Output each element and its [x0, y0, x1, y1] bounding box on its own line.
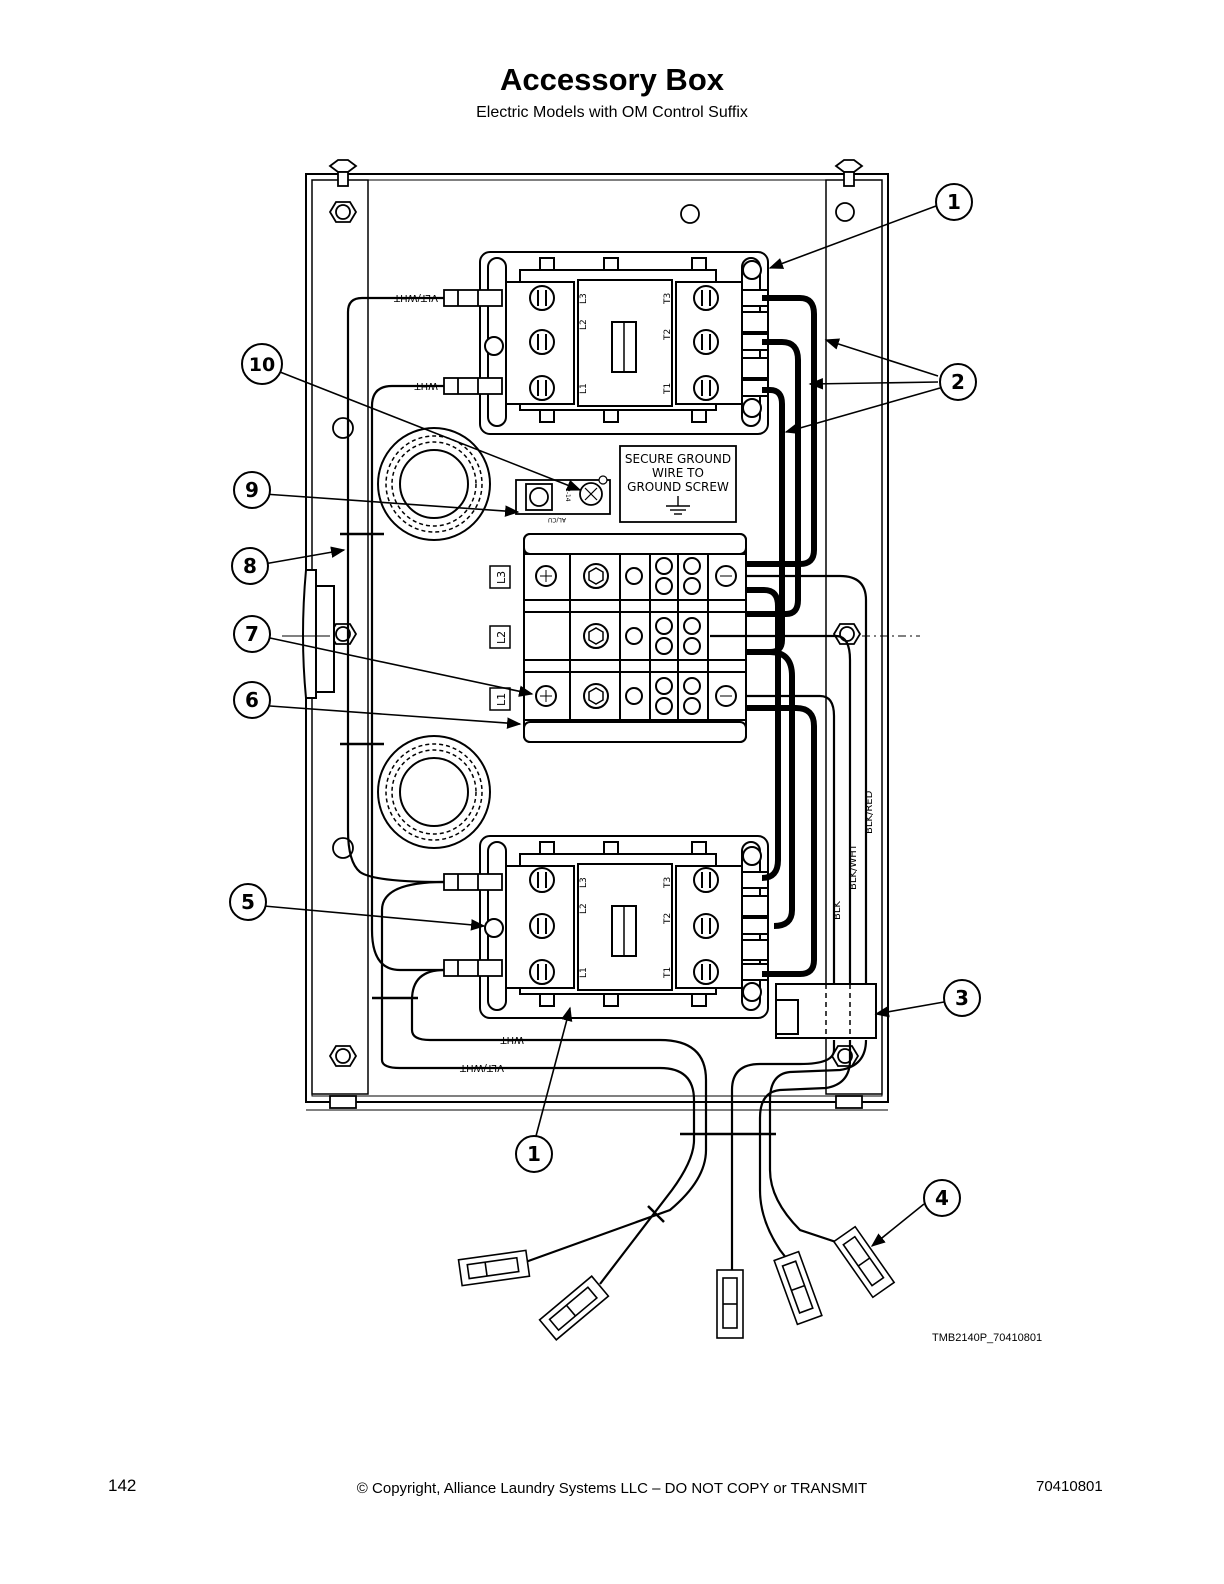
- wire-tie-marks: [340, 532, 776, 1223]
- lower-contactor-t2: T2: [663, 913, 673, 925]
- svg-text:8: 8: [243, 554, 257, 578]
- callouts: 1 2 3 4 5 6 7 8: [229, 183, 981, 1217]
- upper-contactor-t3: T3: [663, 293, 673, 305]
- door-latch: [282, 569, 335, 699]
- terminal-block: [523, 533, 747, 743]
- upper-contactor-labels: L3 L2 L1 T3 T2 T1: [579, 293, 673, 395]
- lower-contactor-t3: T3: [663, 877, 673, 889]
- upper-contactor-l1: L1: [579, 383, 589, 394]
- svg-text:3: 3: [955, 986, 969, 1010]
- upper-contactor-t1: T1: [663, 383, 673, 395]
- lower-contactor: [479, 835, 769, 1019]
- control-wires: [346, 296, 868, 1285]
- callout-4: 4: [923, 1179, 961, 1217]
- wire-label-vlt-wht-top: VLT/WHT: [393, 292, 438, 303]
- lower-contactor-labels: L3 L2 L1 T3 T2 T1: [579, 877, 673, 979]
- document-number: 70410801: [1036, 1478, 1103, 1495]
- wire-label-blk: BLK: [832, 901, 843, 920]
- copyright-notice: © Copyright, Alliance Laundry Systems LL…: [356, 1480, 868, 1497]
- callout-1-top: 1: [935, 183, 973, 221]
- svg-text:1: 1: [527, 1142, 541, 1166]
- power-wires: [746, 295, 817, 977]
- ground-label-box: SECURE GROUND WIRE TO GROUND SCREW: [619, 445, 737, 523]
- ground-symbol-icon: [666, 496, 690, 515]
- ground-label-line-2: WIRE TO: [652, 466, 704, 480]
- lower-contactor-l1: L1: [579, 967, 589, 978]
- callout-10: 10: [241, 343, 283, 385]
- callout-5: 5: [229, 883, 267, 921]
- upper-contactor-t2: T2: [663, 329, 673, 341]
- svg-text:9: 9: [245, 478, 259, 502]
- block-label-l1: L1: [495, 693, 508, 706]
- svg-text:4: 4: [935, 1186, 949, 1210]
- ground-lug-text: 2-14: [564, 488, 571, 502]
- ground-lug: [515, 475, 611, 515]
- mounting-screws: [328, 159, 864, 1109]
- drawing-code: TMB2140P_70410801: [932, 1332, 1043, 1344]
- wire-label-vlt-wht-bottom: VLT/WHT: [459, 1062, 504, 1073]
- block-label-l2: L2: [495, 631, 508, 644]
- strain-relief-bushing: [775, 983, 877, 1039]
- wire-label-wht-top: WHT: [414, 380, 438, 391]
- callout-9: 9: [233, 471, 271, 509]
- callout-leaders: [263, 205, 945, 1247]
- page-title: Accessory Box: [499, 62, 724, 97]
- block-label-l3: L3: [495, 571, 508, 584]
- wire-label-wht-bottom: WHT: [500, 1034, 524, 1045]
- upper-contactor-l2: L2: [579, 319, 589, 330]
- wire-label-blk-red: BLK/RED: [864, 790, 875, 834]
- ground-label-line-1: SECURE GROUND: [625, 452, 731, 466]
- svg-text:2: 2: [951, 370, 965, 394]
- svg-text:10: 10: [249, 354, 275, 376]
- page-number: 142: [108, 1476, 137, 1495]
- lower-contactor-l2: L2: [579, 903, 589, 914]
- callout-7: 7: [233, 615, 271, 653]
- lower-contactor-t1: T1: [663, 967, 673, 979]
- callout-1-bottom: 1: [515, 1135, 553, 1173]
- wire-label-blk-wht: BLK/WHT: [848, 843, 859, 890]
- coil-terminals: [443, 289, 503, 977]
- svg-text:5: 5: [241, 890, 255, 914]
- svg-text:7: 7: [245, 622, 259, 646]
- svg-text:6: 6: [245, 688, 259, 712]
- terminal-block-labels: L3 L2 L1: [489, 565, 511, 711]
- wire-end-terminals: [457, 1225, 896, 1341]
- callout-2: 2: [939, 363, 977, 401]
- callout-3: 3: [943, 979, 981, 1017]
- ground-label-line-3: GROUND SCREW: [627, 480, 729, 494]
- callout-6: 6: [233, 681, 271, 719]
- page-subtitle: Electric Models with OM Control Suffix: [476, 104, 748, 121]
- ground-lug-text-2: AL/CU: [548, 516, 566, 523]
- upper-contactor: [479, 251, 769, 435]
- upper-contactor-l3: L3: [579, 293, 589, 304]
- wire-labels: VLT/WHT WHT WHT VLT/WHT BLK BLK/WHT BLK/…: [393, 292, 875, 1073]
- knockout-holes: [377, 427, 491, 849]
- lower-contactor-l3: L3: [579, 877, 589, 888]
- svg-text:1: 1: [947, 190, 961, 214]
- callout-8: 8: [231, 547, 269, 585]
